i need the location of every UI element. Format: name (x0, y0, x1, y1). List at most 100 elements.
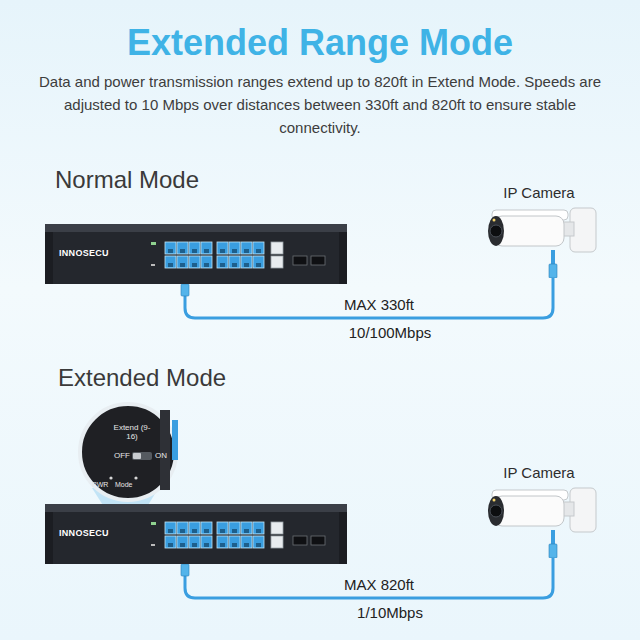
poe-port (177, 256, 188, 268)
poe-port (229, 242, 240, 254)
port-notch (244, 249, 249, 253)
poe-port (189, 256, 200, 268)
uplink-port (271, 522, 283, 534)
status-led (151, 242, 156, 245)
port-notch (232, 249, 237, 253)
mode-led (134, 476, 137, 479)
poe-port (241, 256, 252, 268)
sfp-port (311, 536, 325, 545)
poe-port (229, 522, 240, 534)
rj45-plug (181, 284, 189, 296)
poe-port (217, 256, 228, 268)
port-notch (168, 529, 173, 533)
switch-ear (339, 512, 347, 564)
camera-drawing (478, 486, 600, 558)
sfp-port (293, 256, 307, 265)
speed-label: 1/10Mbps (357, 604, 423, 621)
status-led (151, 264, 155, 266)
poe-switch: INNOSECU (45, 504, 347, 564)
port-notch (244, 529, 249, 533)
camera-front (488, 216, 504, 246)
poe-port (177, 242, 188, 254)
panel-edge (160, 410, 170, 490)
poe-port (165, 522, 176, 534)
poe-port (217, 522, 228, 534)
port-notch (180, 263, 185, 267)
status-led (151, 544, 155, 546)
switch-front (45, 512, 347, 564)
switch-ear (339, 232, 347, 284)
port-notch (244, 543, 249, 547)
poe-port (229, 536, 240, 548)
poe-port (217, 242, 228, 254)
switch-front (45, 232, 347, 284)
poe-port (201, 536, 212, 548)
camera-body (494, 216, 564, 246)
network-cable (185, 278, 553, 318)
brand-label: INNOSECU (59, 248, 109, 258)
sfp-port (293, 536, 307, 545)
poe-port (165, 256, 176, 268)
port-notch (256, 529, 261, 533)
toggle-slot (132, 452, 152, 460)
port-notch (256, 249, 261, 253)
port-notch (256, 543, 261, 547)
switch-position: ON (155, 451, 167, 460)
port-notch (204, 249, 209, 253)
sfp-port (311, 256, 325, 265)
port-notch (192, 263, 197, 267)
section-heading: Extended Mode (58, 364, 226, 392)
port-notch (256, 263, 261, 267)
port-notch (232, 529, 237, 533)
led-label: PWR (92, 481, 108, 488)
switch-ear (45, 512, 53, 564)
poe-port (201, 242, 212, 254)
port-notch (168, 543, 173, 547)
intro-text: Data and power transmission ranges exten… (30, 70, 610, 139)
poe-port (177, 522, 188, 534)
device-heading: IP Camera (503, 184, 574, 201)
brand-label: INNOSECU (59, 528, 109, 538)
port-notch (192, 543, 197, 547)
network-cable (185, 558, 553, 598)
ip-camera: IP Camera (478, 464, 600, 558)
uplink-port (271, 242, 283, 254)
poe-port (165, 242, 176, 254)
poe-port (253, 522, 264, 534)
camera-led (493, 219, 496, 222)
port-notch (220, 543, 225, 547)
poe-port (253, 242, 264, 254)
switch-top (45, 224, 347, 232)
rj45-plug (181, 564, 189, 576)
switch-ear (45, 232, 53, 284)
port-notch (220, 529, 225, 533)
uplink-port (271, 256, 283, 268)
rj45-plug (549, 264, 557, 278)
port-notch (220, 263, 225, 267)
port-notch (192, 529, 197, 533)
distance-label: MAX 820ft (344, 576, 414, 593)
rj45-plug (549, 544, 557, 558)
poe-port (189, 536, 200, 548)
camera-lens (490, 505, 502, 517)
poe-port (241, 522, 252, 534)
poe-port (189, 242, 200, 254)
poe-port (253, 536, 264, 548)
port-notch (204, 543, 209, 547)
port-notch (244, 263, 249, 267)
device-heading: IP Camera (503, 464, 574, 481)
port-notch (168, 263, 173, 267)
status-led (151, 522, 156, 525)
poe-port (201, 256, 212, 268)
port-notch (180, 529, 185, 533)
port-notch (168, 249, 173, 253)
camera-led (493, 499, 496, 502)
poe-port (217, 536, 228, 548)
port-notch (232, 263, 237, 267)
poe-port (201, 522, 212, 534)
port-notch (204, 529, 209, 533)
switch-caption: Extend (9-16) (110, 423, 154, 441)
switch-position: OFF (114, 451, 130, 460)
port-notch (180, 249, 185, 253)
